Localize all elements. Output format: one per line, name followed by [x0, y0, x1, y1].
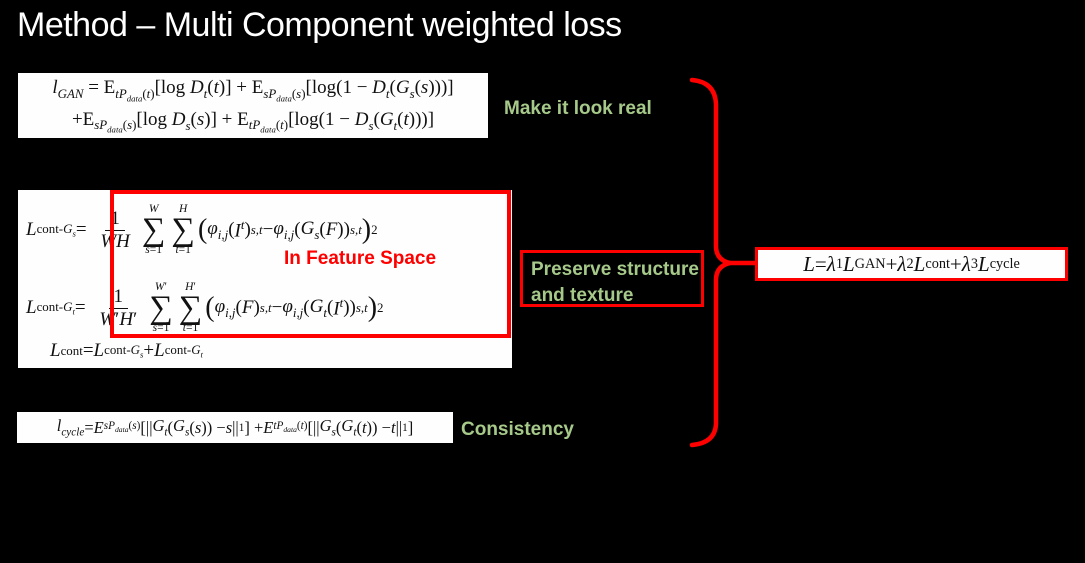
slide-title: Method – Multi Component weighted loss	[17, 6, 622, 44]
gan-loss-equation: lGAN = EtPdata(t)[log Dt(t)] + EsPdata(s…	[18, 73, 488, 138]
gan-annotation-label: Make it look real	[504, 98, 652, 119]
feature-space-label: In Feature Space	[284, 248, 437, 269]
gan-loss-line2: +EsPdata(s)[log Ds(s)] + EtPdata(t)[log(…	[71, 108, 435, 135]
gan-loss-line1: lGAN = EtPdata(t)[log Dt(t)] + EsPdata(s…	[52, 77, 454, 104]
cycle-annotation-label: Consistency	[461, 419, 574, 440]
content-annotation-box: Preserve structure and texture	[520, 250, 704, 307]
